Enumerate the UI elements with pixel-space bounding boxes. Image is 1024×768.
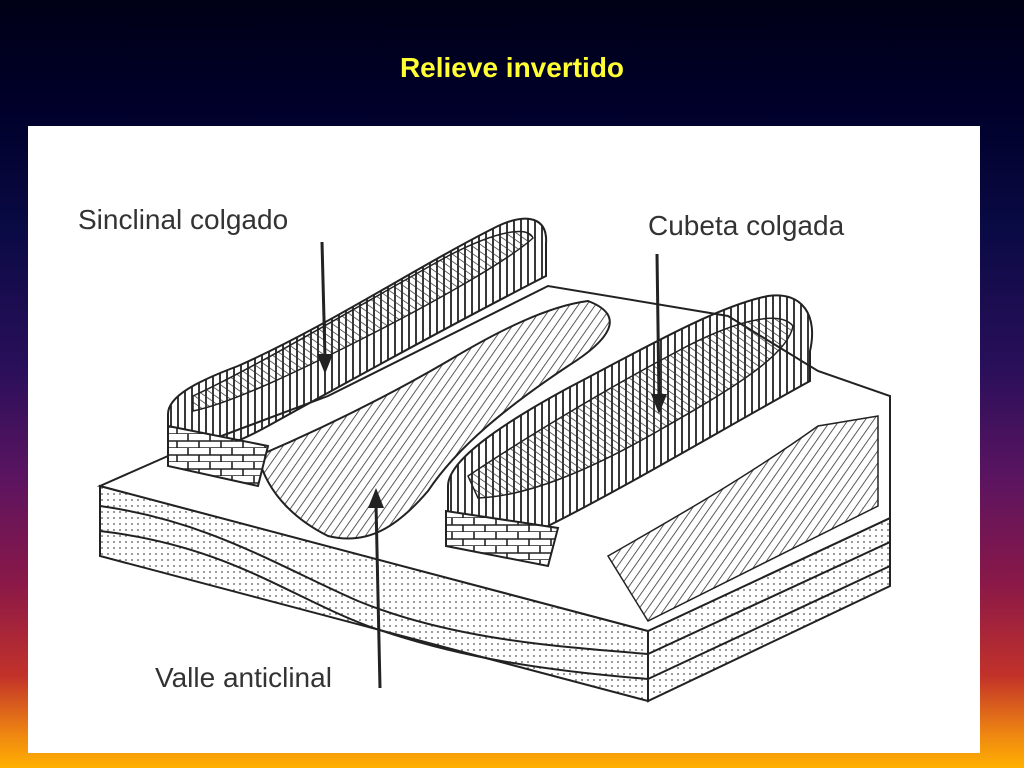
slide-title: Relieve invertido bbox=[399, 52, 625, 83]
label-sinclinal-colgado: Sinclinal colgado bbox=[78, 204, 289, 235]
arrow-valle bbox=[368, 488, 384, 689]
diagram-panel: Sinclinal colgado Cubeta colgada Valle a… bbox=[28, 126, 980, 753]
right-slope bbox=[606, 415, 879, 622]
anticline-valley bbox=[256, 299, 611, 540]
arrow-cubeta bbox=[651, 253, 667, 414]
label-cubeta-colgada: Cubeta colgada bbox=[648, 210, 845, 241]
hanging-basin bbox=[445, 294, 814, 568]
label-valle-anticlinal: Valle anticlinal bbox=[155, 662, 332, 693]
hanging-syncline bbox=[167, 217, 548, 488]
inverted-relief-block-diagram bbox=[96, 217, 891, 703]
arrow-sinclinal bbox=[317, 241, 333, 374]
